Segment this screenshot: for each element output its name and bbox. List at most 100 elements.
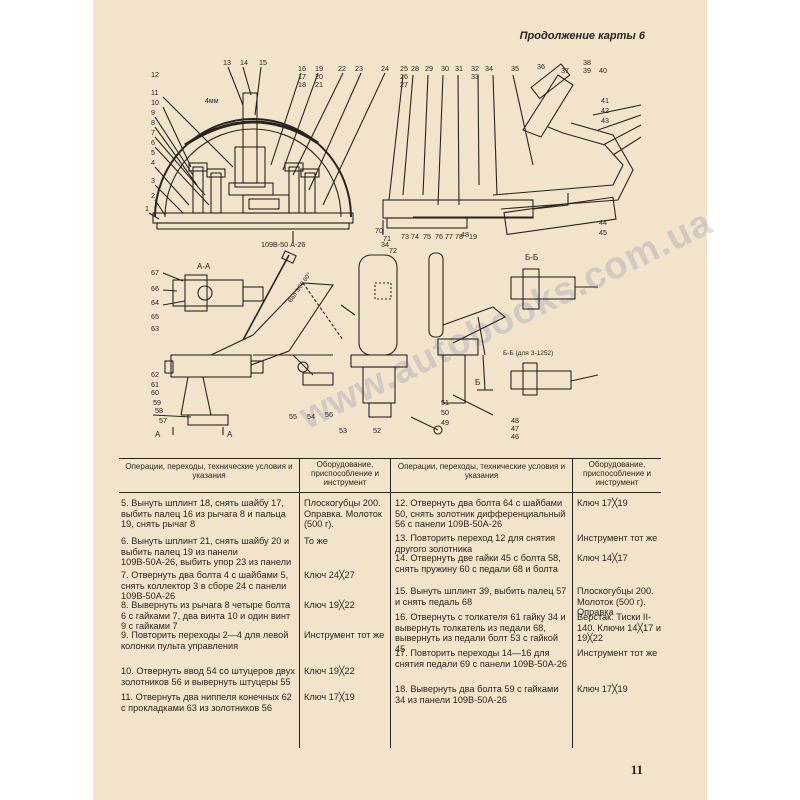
part-number-label: 41 [601, 96, 609, 105]
drawing-lines [148, 63, 642, 435]
right-equipment-text: Инструмент тот же [577, 533, 658, 543]
right-operation-text: 12. Отвернуть два болта 64 с шайбами 50,… [395, 498, 566, 530]
right-operation-text: 18. Вывернуть два болта 59 с гайками 34 … [395, 684, 559, 705]
part-number-label: 15 [259, 58, 267, 67]
part-number-label: 20 [315, 72, 323, 81]
left-operation-text: 9. Повторить переходы 2—4 для левой коло… [121, 630, 289, 651]
part-number-label: 44 [599, 218, 607, 227]
table-col-divider-3 [572, 458, 573, 748]
right-operations-header: Операции, переходы, технические условия … [397, 462, 566, 480]
part-number-label: 24 [381, 64, 389, 73]
part-number-label: 56 [325, 410, 333, 419]
document-page: Продолжение карты 6 [93, 0, 719, 800]
part-number-label: 6 [151, 138, 155, 147]
section-a-label-1: А [155, 430, 161, 439]
panel-code-label: 109В-50 А-26 [261, 240, 305, 249]
part-number-label: 3 [151, 176, 155, 185]
left-operation-text: 8. Вывернуть из рычага 8 четыре болта 6 … [121, 600, 291, 632]
part-number-label: 74 [411, 232, 419, 241]
part-number-label: 57 [159, 416, 167, 425]
right-equipment-text: Плоскогубцы 200. Молоток (500 г). Оправк… [577, 586, 654, 618]
part-number-label: 71 [383, 234, 391, 243]
page-header: Продолжение карты 6 [519, 30, 645, 42]
right-operation-text: 13. Повторить переход 12 для снятия друг… [395, 533, 556, 554]
part-number-label: 53 [339, 426, 347, 435]
page-number: 11 [630, 762, 643, 777]
part-number-label: 54 [307, 412, 315, 421]
left-operation-text: 6. Вынуть шплинт 21, снять шайбу 20 и вы… [121, 536, 292, 568]
part-number-label: 39 [583, 66, 591, 75]
part-number-label: 77 [445, 232, 453, 241]
part-number-label: 72 [389, 246, 397, 255]
part-number-label: 66 [151, 284, 159, 293]
right-operation-text: 14. Отвернуть две гайки 45 с болта 58, с… [395, 553, 561, 574]
part-number-label: 67 [151, 268, 159, 277]
technical-drawing: 109В-50 А-26 4мм А-А А А Б-Б Б Б-Б (для … [145, 58, 642, 441]
part-number-label: 12 [151, 70, 159, 79]
part-number-label: 46 [511, 432, 519, 441]
left-equipment-text: То же [304, 536, 328, 546]
part-number-label: 63 [151, 324, 159, 333]
left-equipment-header: Оборудование, приспособление и инструмен… [311, 460, 379, 487]
section-a-label-2: А [227, 430, 233, 439]
left-equipment-text: Ключ 17╳19 [304, 692, 355, 702]
section-b-label: Б [475, 378, 480, 387]
part-number-label: 14 [240, 58, 248, 67]
part-number-label: 47 [511, 424, 519, 433]
part-number-label: 43 [601, 116, 609, 125]
left-operation-text: 7. Отвернуть два болта 4 с шайбами 5, сн… [121, 570, 289, 602]
part-number-label: 60 [151, 388, 159, 397]
part-number-label: 50 [441, 408, 449, 417]
part-number-label: 1 [145, 204, 149, 213]
left-equipment-text: Плоскогубцы 200. Оправка. Молоток (500 г… [304, 498, 382, 530]
part-number-label: 9 [151, 108, 155, 117]
part-number-label: 13 [223, 58, 231, 67]
part-number-label: 61 [151, 380, 159, 389]
part-number-label: 36 [537, 62, 545, 71]
part-number-label: 25 [400, 64, 408, 73]
part-number-label: 29 [425, 64, 433, 73]
part-number-label: 58 [155, 406, 163, 415]
part-number-label: 8 [151, 118, 155, 127]
part-number-label: 34 [381, 240, 389, 249]
part-number-label: 51 [441, 398, 449, 407]
part-number-label: 49 [441, 418, 449, 427]
section-bb-label: Б-Б [525, 253, 538, 262]
part-number-label: 59 [153, 398, 161, 407]
part-number-label: 23 [355, 64, 363, 73]
left-equipment-text: Ключ 19╳22 [304, 600, 355, 610]
left-equipment-text: Ключ 19╳22 [304, 666, 355, 676]
right-operation-text: 17. Повторить переходы 14—16 для снятия … [395, 648, 567, 669]
part-number-label: 35 [511, 64, 519, 73]
left-operation-text: 5. Вынуть шплинт 18, снять шайбу 17, выб… [121, 498, 286, 530]
part-number-label: 65 [151, 312, 159, 321]
part-number-label: 26 [400, 72, 408, 81]
part-number-label: 73 [401, 232, 409, 241]
part-number-label: 30 [441, 64, 449, 73]
right-equipment-text: Верстак. Тиски II-140. Ключи 14╳17 и 19╳… [577, 612, 661, 644]
dimension-label: 4мм [205, 98, 219, 105]
left-equipment-text: Инструмент тот же [304, 630, 385, 640]
part-number-label: 5 [151, 148, 155, 157]
part-number-label: 34 [485, 64, 493, 73]
part-number-label: 45 [599, 228, 607, 237]
part-number-label: 52 [373, 426, 381, 435]
right-equipment-header: Оборудование, приспособление и инструмен… [583, 460, 651, 487]
part-number-label: 17 [298, 72, 306, 81]
part-number-label: 19 [469, 232, 477, 241]
part-number-label: 75 [423, 232, 431, 241]
section-bb2-label: Б-Б (для З-1252) [503, 350, 553, 357]
part-number-label: 7 [151, 128, 155, 137]
right-equipment-text: Инструмент тот же [577, 648, 658, 658]
part-number-label: 31 [455, 64, 463, 73]
part-number-label: 37 [561, 66, 569, 75]
part-number-label: 21 [315, 80, 323, 89]
part-number-label: 19 [315, 64, 323, 73]
part-number-label: 64 [151, 298, 159, 307]
part-number-label: 78 [455, 232, 463, 241]
part-number-label: 48 [461, 230, 469, 239]
part-number-label: 18 [298, 80, 306, 89]
right-equipment-text: Ключ 17╳19 [577, 498, 628, 508]
part-number-label: 40 [599, 66, 607, 75]
part-number-label: 33 [471, 72, 479, 81]
